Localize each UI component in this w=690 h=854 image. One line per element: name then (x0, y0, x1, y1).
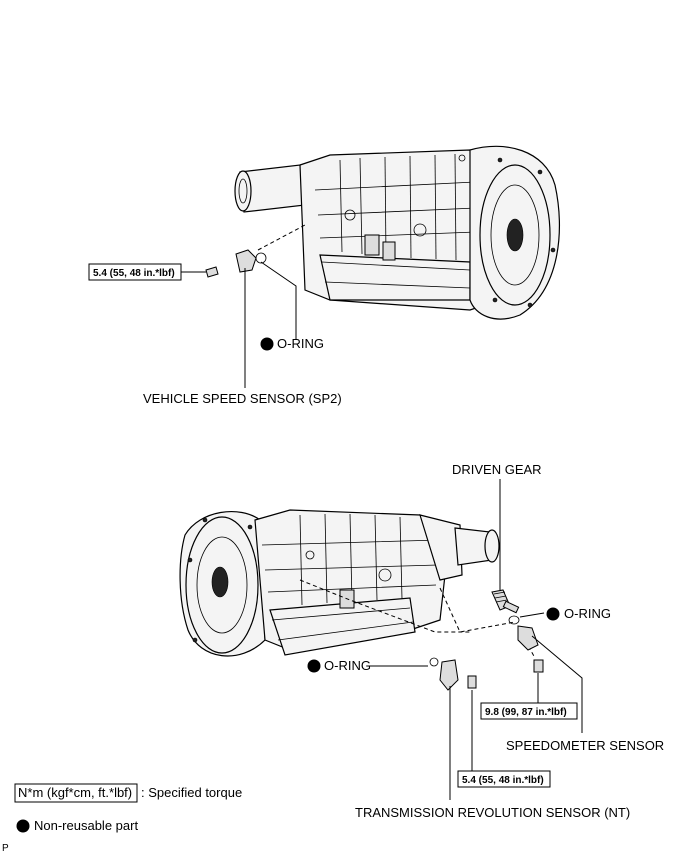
upper-nonreusable-icon (260, 337, 274, 351)
left-nonreusable-icon (307, 659, 321, 673)
legend-torque-desc: : Specified torque (141, 785, 242, 800)
right-oring-leader (519, 612, 545, 618)
legend-torque-unit: N*m (kgf*cm, ft.*lbf) (18, 785, 132, 800)
legend-nonreusable-label: Non-reusable part (34, 818, 138, 833)
legend-torque-box (14, 783, 138, 803)
left-oring-label: O-RING (324, 658, 371, 673)
sp2-sensor-label: VEHICLE SPEED SENSOR (SP2) (143, 391, 342, 406)
nt-sensor-label: TRANSMISSION REVOLUTION SENSOR (NT) (355, 805, 630, 820)
lower-transmission-illustration (179, 509, 544, 691)
right-nonreusable-icon (546, 607, 560, 621)
speedo-torque-label: 9.8 (99, 87 in.*lbf) (485, 707, 567, 718)
upper-oring-leader (260, 261, 297, 340)
legend-nonreusable-icon (16, 819, 30, 833)
nt-torque-label: 5.4 (55, 48 in.*lbf) (462, 775, 544, 786)
upper-torque-label: 5.4 (55, 48 in.*lbf) (93, 268, 175, 279)
upper-oring-label: O-RING (277, 336, 324, 351)
nt-torque-box (457, 770, 551, 788)
speedometer-sensor-label: SPEEDOMETER SENSOR (506, 738, 664, 753)
upper-transmission-illustration (205, 145, 560, 320)
corner-mark: P (2, 843, 9, 854)
speedo-torque-box (480, 702, 578, 720)
driven-gear-label: DRIVEN GEAR (452, 462, 542, 477)
right-oring-label: O-RING (564, 606, 611, 621)
speedometer-sensor-leader (531, 635, 583, 733)
upper-torque-box (88, 263, 182, 281)
